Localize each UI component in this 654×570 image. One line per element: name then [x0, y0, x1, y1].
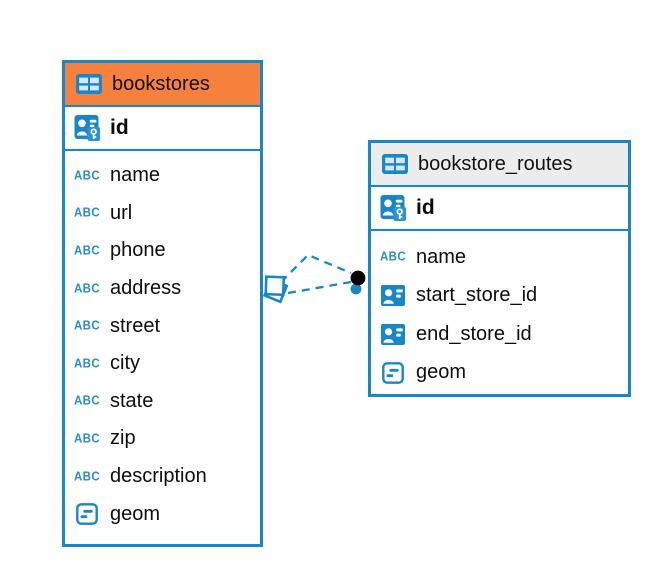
field-name: geom [416, 361, 467, 384]
field-name: name [416, 245, 467, 268]
field-name: phone [110, 239, 166, 262]
person-key-icon [379, 194, 407, 222]
person-key-icon [73, 114, 101, 142]
field-name: address [110, 277, 182, 300]
table-icon [381, 154, 409, 174]
table-node-bookstore-routes[interactable]: bookstore_routes id ABC name start_store… [368, 140, 631, 397]
table-node-bookstores[interactable]: bookstores id ABC name ABC url ABC phone… [62, 60, 263, 547]
abc-icon: ABC [73, 169, 101, 183]
field-name: city [110, 352, 140, 375]
table-row[interactable]: ABC state [65, 383, 260, 421]
abc-icon: ABC [379, 250, 407, 264]
relation-endpoint-dot-blue[interactable] [350, 283, 362, 295]
abc-icon: ABC [73, 357, 101, 371]
geometry-icon [379, 362, 407, 384]
table-title: bookstore_routes [418, 152, 573, 175]
primary-key-row[interactable]: id [65, 107, 260, 151]
table-row[interactable]: end_store_id [371, 315, 628, 354]
abc-icon: ABC [73, 244, 101, 258]
table-row[interactable]: geom [371, 354, 628, 393]
table-title: bookstores [112, 72, 210, 95]
field-name: end_store_id [416, 322, 532, 345]
table-row[interactable]: ABC phone [65, 232, 260, 270]
table-row[interactable]: ABC name [65, 157, 260, 195]
field-name: street [110, 314, 161, 337]
table-icon [75, 74, 103, 94]
field-name: state [110, 389, 154, 412]
table-row[interactable]: ABC url [65, 195, 260, 233]
field-name: geom [110, 502, 161, 525]
field-name: url [110, 201, 133, 224]
fields-section: ABC name ABC url ABC phone ABC address A… [65, 151, 260, 533]
table-header-bookstore-routes[interactable]: bookstore_routes [371, 143, 628, 187]
field-name: start_store_id [416, 284, 538, 307]
table-row[interactable]: start_store_id [371, 277, 628, 316]
abc-icon: ABC [73, 281, 101, 296]
fields-section: ABC name start_store_id end_store_id ge [371, 231, 628, 392]
table-row[interactable]: ABC zip [65, 420, 260, 458]
abc-icon: ABC [73, 394, 101, 408]
table-row[interactable]: ABC city [65, 345, 260, 383]
field-name: name [110, 164, 161, 187]
table-row[interactable]: ABC address [65, 270, 260, 308]
geometry-icon [73, 503, 101, 525]
table-header-bookstores[interactable]: bookstores [65, 63, 260, 107]
person-ref-icon [379, 285, 407, 306]
table-row[interactable]: ABC name [371, 238, 628, 277]
relationship-line-bent[interactable] [280, 253, 352, 283]
primary-key-row[interactable]: id [371, 187, 628, 231]
field-name: zip [110, 427, 136, 450]
primary-key-name: id [110, 116, 129, 139]
person-ref-icon [379, 324, 407, 345]
relationship-line-straight[interactable] [287, 280, 352, 295]
field-name: description [110, 465, 207, 488]
abc-icon: ABC [73, 206, 101, 220]
abc-icon: ABC [73, 319, 101, 333]
table-row[interactable]: ABC description [65, 458, 260, 496]
primary-key-name: id [416, 196, 435, 219]
table-row[interactable]: geom [65, 495, 260, 533]
abc-icon: ABC [73, 432, 101, 446]
abc-icon: ABC [73, 469, 101, 484]
table-row[interactable]: ABC street [65, 307, 260, 345]
relation-endpoint-dot-black[interactable] [350, 270, 366, 286]
